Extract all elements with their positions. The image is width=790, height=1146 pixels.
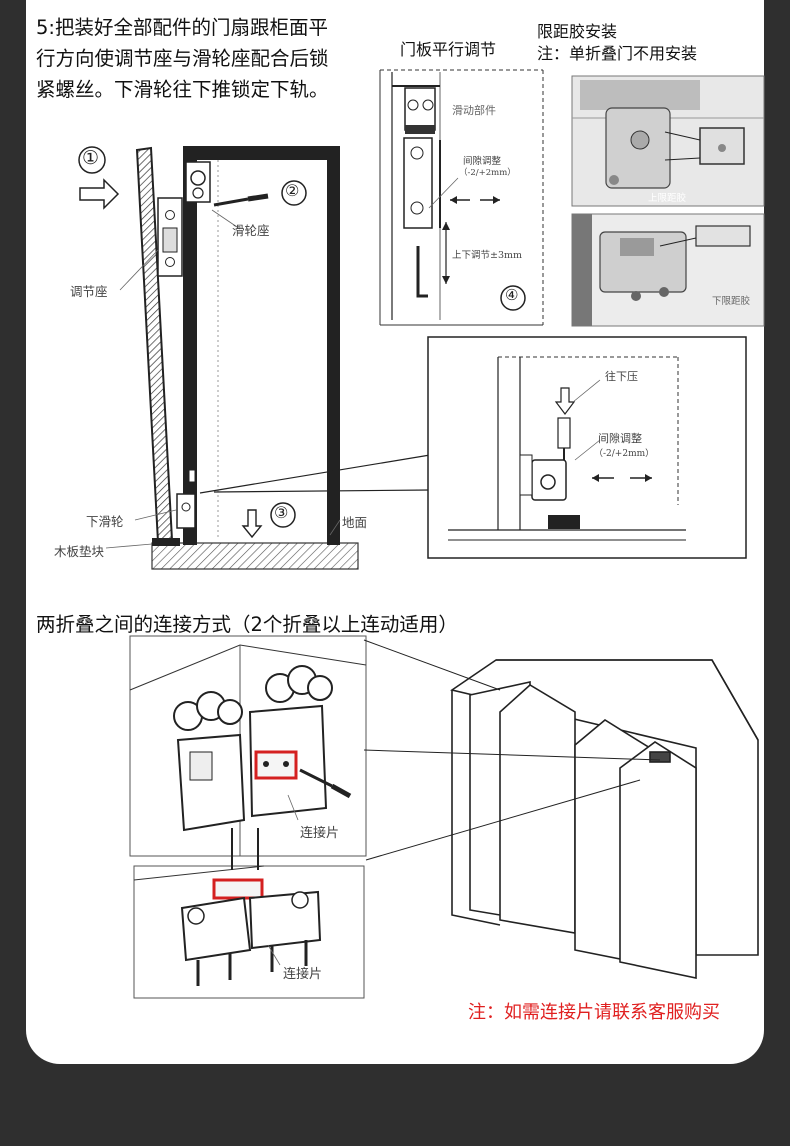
parallel-adjust-diagram <box>379 69 544 326</box>
limit-rubber-photos <box>571 75 765 327</box>
parallel-adjust-title: 门板平行调节 <box>400 40 497 59</box>
step5-line-3: 紧螺丝。下滑轮往下推锁定下轨。 <box>36 78 329 101</box>
label-adjust-seat: 调节座 <box>70 284 108 299</box>
ground-hatch <box>151 542 359 570</box>
label-gap-range-1: （-2/+2mm） <box>459 168 516 178</box>
step5-instructions: 5:把装好全部配件的门扇跟柜面平 行方向使调节座与滑轮座配合后锁 紧螺丝。下滑轮… <box>36 12 329 105</box>
connection-title: 两折叠之间的连接方式（2个折叠以上连动适用） <box>36 613 458 636</box>
label-wood-block: 木板垫块 <box>54 544 105 559</box>
step5-line-2: 行方向使调节座与滑轮座配合后锁 <box>36 47 329 70</box>
label-lower-pulley: 下滑轮 <box>86 514 124 529</box>
connect-plate-highlight-top <box>254 750 298 780</box>
label-upper-limit: 上限距胶 <box>648 193 687 204</box>
label-vertical-adjust: 上下调节±3mm <box>452 250 523 261</box>
cabinet-side-diagram <box>78 146 431 570</box>
label-connect-plate-bottom: 连接片 <box>283 967 323 982</box>
push-arrow <box>79 178 120 210</box>
step-number-1: ① <box>82 147 100 169</box>
step5-line-1: 5:把装好全部配件的门扇跟柜面平 <box>36 16 328 39</box>
label-lower-limit: 下限距胶 <box>712 296 751 307</box>
label-press-down: 往下压 <box>605 370 638 383</box>
connection-detail <box>129 635 367 857</box>
label-gap-range-2: （-2/+2mm） <box>594 449 655 459</box>
limit-rubber-note: 注：单折叠门不用安装 <box>537 44 698 63</box>
label-connect-plate-top: 连接片 <box>300 826 340 841</box>
lower-pulley-zoom <box>427 336 747 559</box>
step-number-3: ③ <box>274 503 289 522</box>
label-gap-adjust-1: 间隙调整 <box>463 156 502 167</box>
step-number-2: ② <box>285 181 300 200</box>
wood-block <box>152 538 180 546</box>
folding-door-cabinet <box>363 639 759 979</box>
label-ground: 地面 <box>342 515 368 530</box>
connect-plate-highlight-bottom <box>212 878 264 900</box>
label-gap-adjust-2: 间隙调整 <box>598 432 642 445</box>
connection-detail-bottom <box>133 828 365 999</box>
step-number-4: ④ <box>505 286 519 304</box>
purchase-note: 注：如需连接片请联系客服购买 <box>468 1002 720 1023</box>
cabinet-frame <box>183 146 340 545</box>
label-sliding-part: 滑动部件 <box>452 104 496 117</box>
label-pulley-seat: 滑轮座 <box>232 223 270 238</box>
limit-rubber-title: 限距胶安装 <box>537 22 618 41</box>
